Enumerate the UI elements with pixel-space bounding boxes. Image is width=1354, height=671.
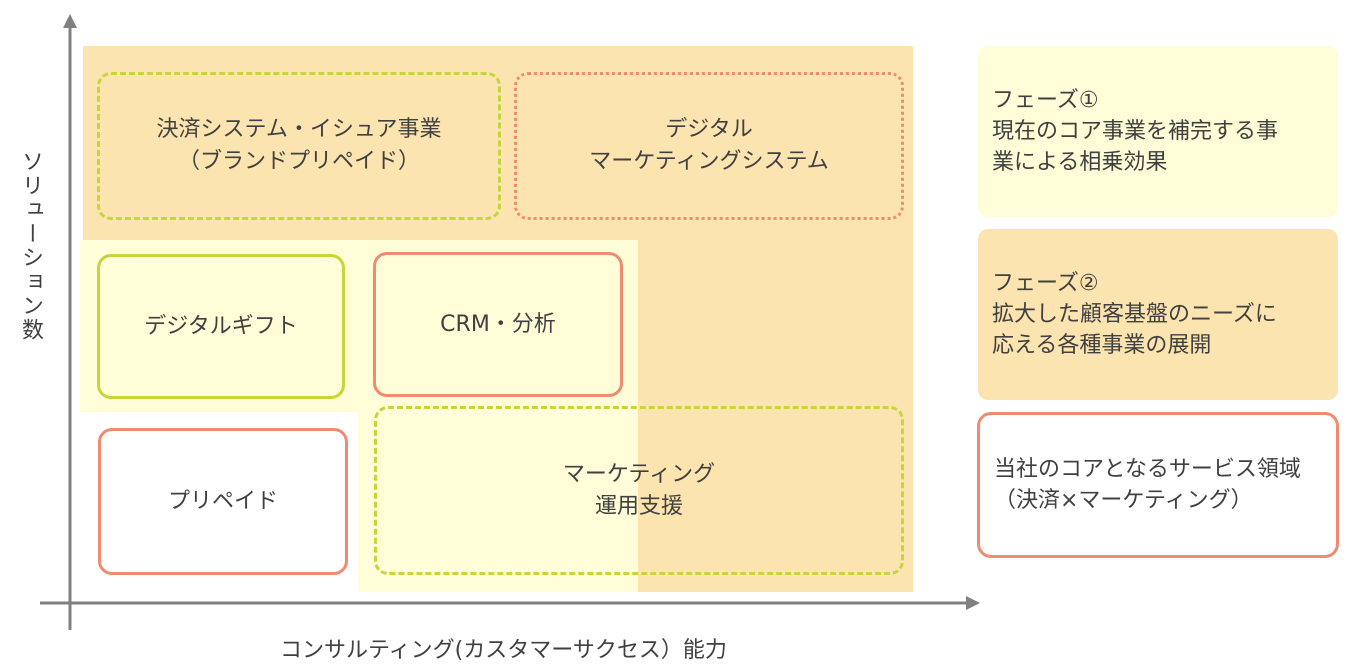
marketing-ops-box: マーケティング 運用支援: [374, 406, 904, 575]
legend-core: 当社のコアとなるサービス領域 （決済×マーケティング）: [977, 412, 1339, 558]
phase1-region-bottom: [358, 412, 638, 592]
legend-phase2: フェーズ② 拡大した顧客基盤のニーズに 応える各種事業の展開: [978, 229, 1338, 400]
y-axis-label: ソリューション数: [18, 150, 43, 342]
y-axis-arrow-icon: [63, 14, 77, 28]
payment-issuer-box: 決済システム・イシュア事業 （ブランドプリペイド）: [97, 72, 501, 220]
digital-marketing-system-box: デジタル マーケティングシステム: [514, 72, 904, 220]
crm-box: CRM・分析: [373, 252, 623, 397]
x-axis-label: コンサルティング(カスタマーサクセス）能力: [280, 638, 727, 663]
prepaid-box: プリペイド: [98, 428, 348, 575]
x-axis-arrow-icon: [966, 596, 980, 610]
legend-phase1: フェーズ① 現在のコア事業を補完する事 業による相乗効果: [978, 46, 1338, 217]
digital-gift-box: デジタルギフト: [97, 254, 345, 399]
